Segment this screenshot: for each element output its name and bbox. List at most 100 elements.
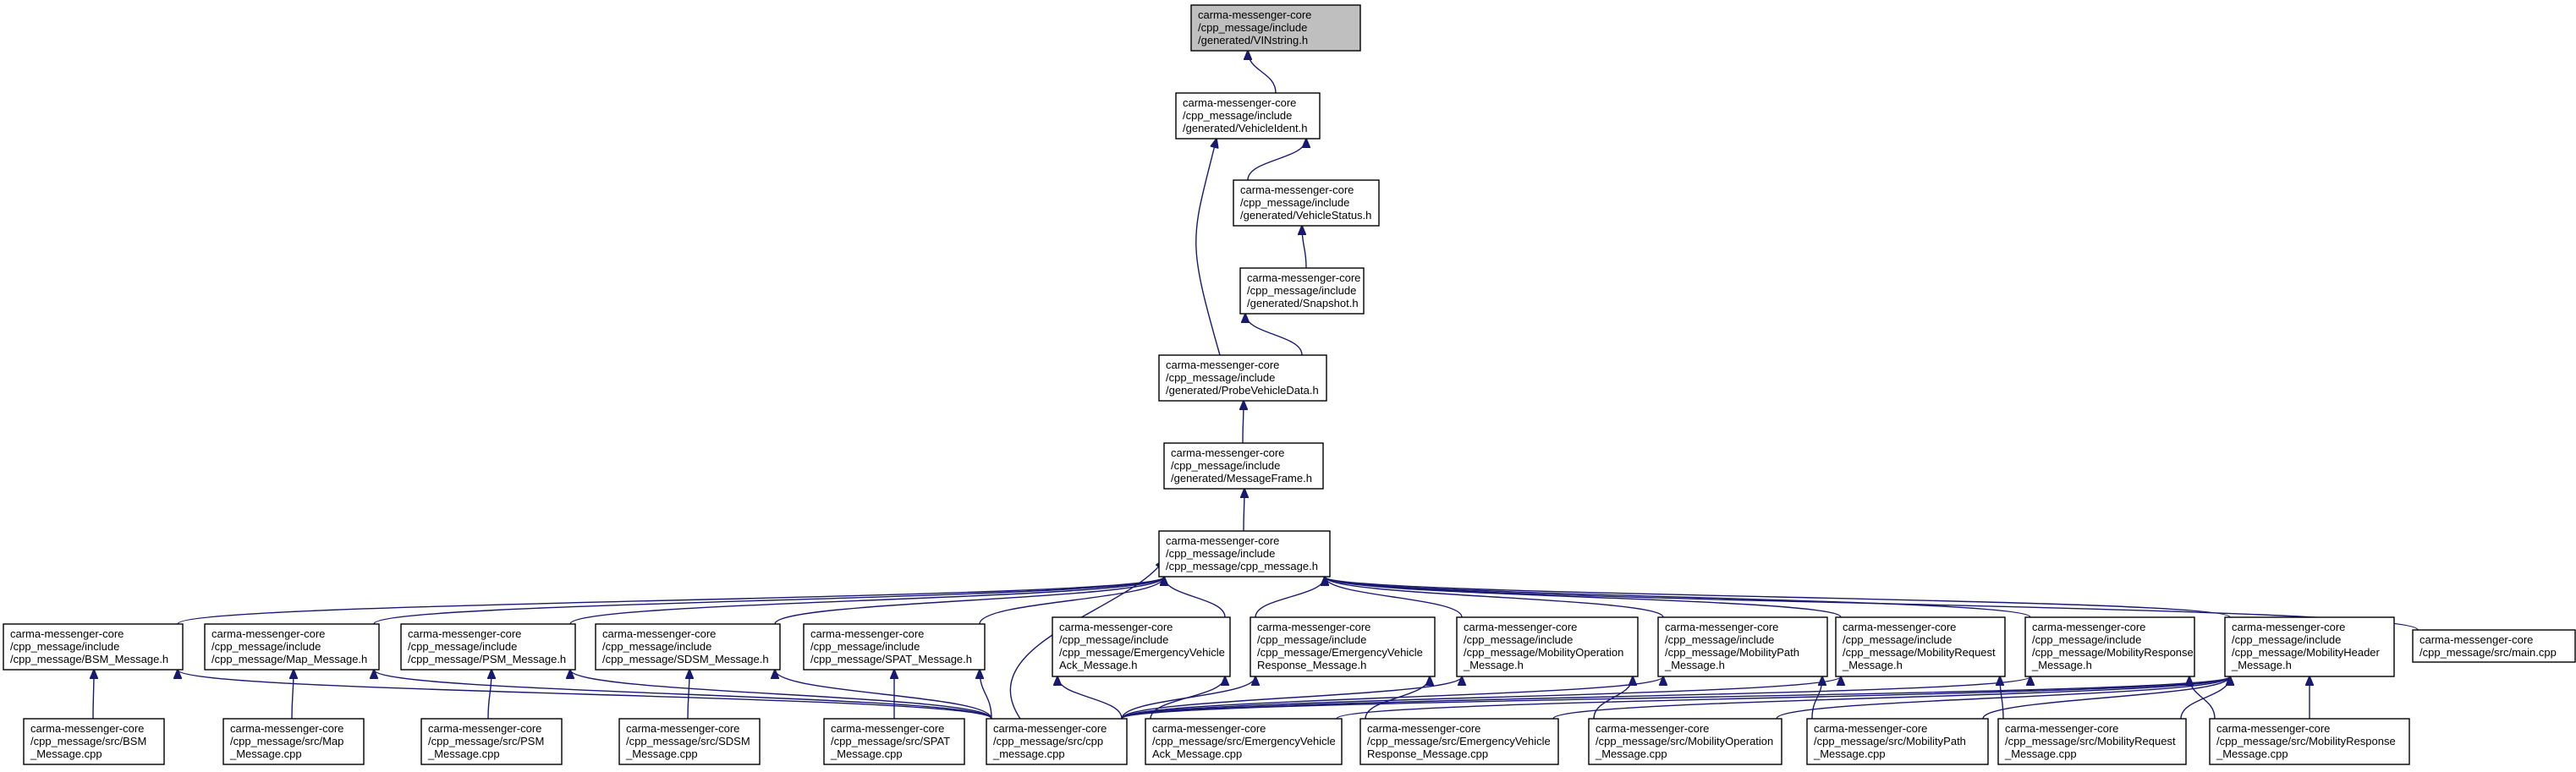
node-spat_cpp[interactable]: carma-messenger-core/cpp_message/src/SPA… (823, 718, 965, 765)
edge-psm_cpp-to-psm_h (488, 670, 492, 720)
edge-messageframe-to-probevehicledata (1243, 401, 1244, 444)
node-label-line: carma-messenger-core (2216, 722, 2330, 735)
edge-snapshot-to-vehiclestatus (1302, 226, 1307, 269)
node-label-line: Response_Message.h (1257, 659, 1366, 671)
node-label-line: carma-messenger-core (993, 722, 1107, 735)
node-snapshot[interactable]: carma-messenger-core/cpp_message/include… (1239, 267, 1365, 315)
node-label-line: /cpp_message/src/EmergencyVehicle (1367, 735, 1551, 747)
edge-cpp_message_cpp-to-mop_h (1121, 676, 1462, 720)
node-label-line: /generated/MessageFrame.h (1171, 472, 1312, 485)
node-label-line: carma-messenger-core (810, 627, 924, 640)
node-mreq_h[interactable]: carma-messenger-core/cpp_message/include… (1835, 616, 2006, 677)
node-label-line: /cpp_message/MobilityHeader (2232, 646, 2381, 659)
node-label-line: carma-messenger-core (1257, 621, 1370, 633)
node-evr_cpp[interactable]: carma-messenger-core/cpp_message/src/Eme… (1359, 718, 1559, 765)
node-box (3, 623, 184, 671)
node-box (1588, 718, 1782, 765)
node-mop_h[interactable]: carma-messenger-core/cpp_message/include… (1456, 616, 1639, 677)
node-sdsm_h[interactable]: carma-messenger-core/cpp_message/include… (595, 623, 781, 671)
node-mpath_cpp[interactable]: carma-messenger-core/cpp_message/src/Mob… (1806, 718, 1989, 765)
node-label-line: carma-messenger-core (2005, 722, 2118, 735)
node-vinstring[interactable]: carma-messenger-core/cpp_message/include… (1190, 4, 1361, 52)
node-label-line: _Message.cpp (1595, 747, 1667, 760)
node-label-line: /cpp_message/src/EmergencyVehicle (1152, 735, 1336, 747)
node-label-line: _Message.cpp (830, 747, 903, 760)
node-map_h[interactable]: carma-messenger-core/cpp_message/include… (204, 623, 380, 671)
node-label-line: carma-messenger-core (10, 627, 124, 640)
node-mop_cpp[interactable]: carma-messenger-core/cpp_message/src/Mob… (1588, 718, 1782, 765)
node-mpath_h[interactable]: carma-messenger-core/cpp_message/include… (1657, 616, 1828, 677)
node-box (1806, 718, 1989, 765)
node-label-line: /cpp_message/MobilityRequest (1843, 646, 1996, 659)
node-label-line: carma-messenger-core (2232, 621, 2345, 633)
node-box (1359, 718, 1559, 765)
node-sdsm_cpp[interactable]: carma-messenger-core/cpp_message/src/SDS… (618, 718, 761, 765)
node-label-line: carma-messenger-core (626, 722, 739, 735)
edge-cpp_message_cpp-to-mpath_h (1121, 676, 1663, 720)
node-label-line: carma-messenger-core (1596, 722, 1709, 735)
node-bsm_cpp[interactable]: carma-messenger-core/cpp_message/src/BSM… (23, 718, 165, 765)
node-label-line: _Message.h (1463, 659, 1524, 671)
node-label-line: carma-messenger-core (1198, 8, 1311, 21)
node-label-line: _Message.h (2231, 659, 2292, 671)
node-box (986, 718, 1128, 765)
node-messageframe[interactable]: carma-messenger-core/cpp_message/include… (1163, 442, 1324, 490)
node-bsm_h[interactable]: carma-messenger-core/cpp_message/include… (3, 623, 184, 671)
edge-mop_cpp-to-mhdr_h (1776, 676, 2230, 720)
node-evr_h[interactable]: carma-messenger-core/cpp_message/include… (1250, 616, 1436, 677)
node-box (222, 718, 365, 765)
node-label-line: carma-messenger-core (211, 627, 325, 640)
edge-mresp_cpp-to-mresp_h (2189, 676, 2216, 720)
node-main_cpp[interactable]: carma-messenger-core/cpp_message/src/mai… (2412, 629, 2576, 663)
node-box (1163, 442, 1324, 490)
node-label-line: /cpp_message/MobilityResponse (2032, 646, 2194, 659)
node-label-line: /cpp_message/src/MobilityPath (1814, 735, 1966, 747)
node-label-line: _Message.cpp (2004, 747, 2077, 760)
edge-eva_h-to-cpp_message_h (1164, 577, 1226, 618)
node-label-line: /cpp_message/src/MobilityOperation (1596, 735, 1773, 747)
node-label-line: _Message.cpp (1813, 747, 1886, 760)
node-box (1997, 718, 2187, 765)
edge-cpp_message_cpp-to-evr_h (1121, 676, 1255, 720)
node-map_cpp[interactable]: carma-messenger-core/cpp_message/src/Map… (222, 718, 365, 765)
node-vehicleident[interactable]: carma-messenger-core/cpp_message/include… (1175, 92, 1321, 140)
node-label-line: /generated/VehicleStatus.h (1240, 209, 1371, 222)
node-box (400, 623, 576, 671)
node-label-line: /cpp_message/src/SPAT (831, 735, 950, 747)
node-label-line: /cpp_message/src/BSM (30, 735, 146, 747)
node-label-line: /cpp_message/include (2032, 633, 2141, 646)
node-cpp_message_h[interactable]: carma-messenger-core/cpp_message/include… (1158, 530, 1331, 578)
node-box (2224, 616, 2395, 677)
node-label-line: carma-messenger-core (602, 627, 716, 640)
node-label-line: /cpp_message/src/main.cpp (2419, 646, 2557, 659)
edge-probevehicledata-to-vehicleident (1195, 139, 1221, 356)
node-mresp_h[interactable]: carma-messenger-core/cpp_message/include… (2024, 616, 2195, 677)
node-vehiclestatus[interactable]: carma-messenger-core/cpp_message/include… (1233, 179, 1380, 227)
edge-mhdr_h-to-cpp_message_h (1325, 577, 2231, 618)
node-label-line: /cpp_message/include (211, 640, 321, 653)
node-box (1239, 267, 1365, 315)
edge-map_h-to-cpp_message_h (373, 577, 1164, 625)
node-mreq_cpp[interactable]: carma-messenger-core/cpp_message/src/Mob… (1997, 718, 2187, 765)
node-mhdr_h[interactable]: carma-messenger-core/cpp_message/include… (2224, 616, 2395, 677)
node-label-line: carma-messenger-core (1240, 183, 1354, 196)
node-cpp_message_cpp[interactable]: carma-messenger-core/cpp_message/src/cpp… (986, 718, 1128, 765)
node-spat_h[interactable]: carma-messenger-core/cpp_message/include… (803, 623, 986, 671)
node-box (1657, 616, 1828, 677)
edge-vehicleident-to-vinstring (1248, 51, 1277, 94)
node-psm_cpp[interactable]: carma-messenger-core/cpp_message/src/PSM… (420, 718, 563, 765)
node-box (1052, 616, 1231, 677)
node-label-line: carma-messenger-core (1166, 534, 1279, 547)
node-label-line: Ack_Message.h (1059, 659, 1138, 671)
node-label-line: /cpp_message/SPAT_Message.h (810, 653, 972, 665)
node-eva_h[interactable]: carma-messenger-core/cpp_message/include… (1052, 616, 1231, 677)
node-label-line: carma-messenger-core (1814, 722, 1927, 735)
node-box (1233, 179, 1380, 227)
node-probevehicledata[interactable]: carma-messenger-core/cpp_message/include… (1158, 354, 1327, 402)
node-mresp_cpp[interactable]: carma-messenger-core/cpp_message/src/Mob… (2209, 718, 2410, 765)
node-label-line: carma-messenger-core (1152, 722, 1266, 735)
node-psm_h[interactable]: carma-messenger-core/cpp_message/include… (400, 623, 576, 671)
node-eva_cpp[interactable]: carma-messenger-core/cpp_message/src/Eme… (1145, 718, 1343, 765)
edge-mop_h-to-cpp_message_h (1325, 577, 1463, 618)
node-label-line: /generated/VINstring.h (1198, 34, 1308, 47)
